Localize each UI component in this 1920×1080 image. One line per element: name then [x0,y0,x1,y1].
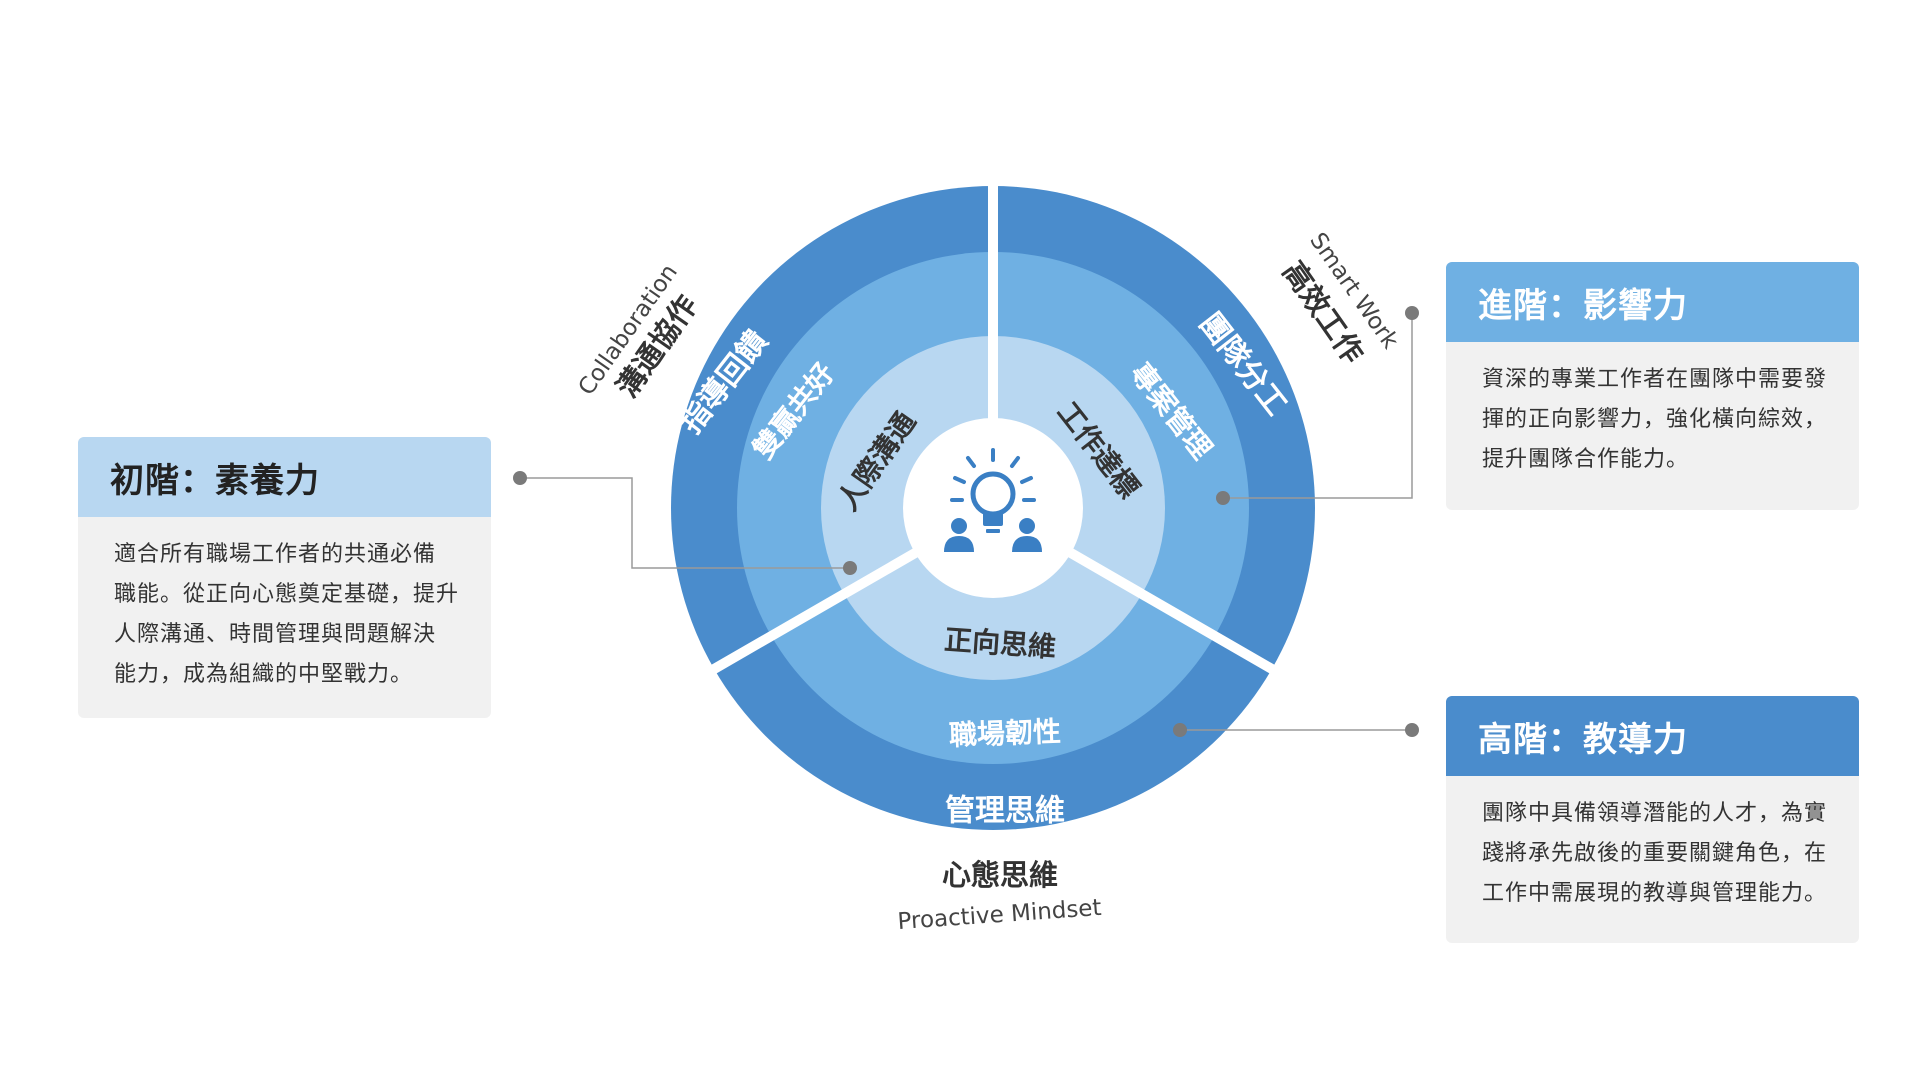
card-high-line: 工作中需展現的教導與管理能力。 [1482,881,1828,906]
card-high: 高階：教導力 團隊中具備領導潛能的人才，為實 踐將承先啟後的重要關鍵角色，在 工… [1446,696,1859,943]
card-basic-line: 能力，成為組織的中堅戰力。 [114,662,414,687]
card-basic-line: 人際溝通、時間管理與問題解決 [114,622,437,647]
connector-basic [520,477,850,569]
card-advanced-body: 資深的專業工作者在團隊中需要發 揮的正向影響力，強化橫向綜效， 提升團隊合作能力… [1446,342,1859,502]
card-basic-title: 初階：素養力 [78,437,491,517]
card-advanced-line: 提升團隊合作能力。 [1482,447,1690,472]
center-circle [903,418,1083,598]
card-advanced-line: 揮的正向影響力，強化橫向綜效， [1482,407,1828,432]
mindset-en-label: Proactive Mindset [897,895,1103,935]
card-basic-line: 適合所有職場工作者的共通必備 [114,542,437,567]
lightbulb-team-icon [944,448,1042,552]
card-advanced-title: 進階：影響力 [1446,262,1859,342]
card-basic-line: 職能。從正向心態奠定基礎，提升 [114,582,460,607]
card-high-line: 踐將承先啟後的重要關鍵角色，在 [1482,841,1828,866]
card-basic-body: 適合所有職場工作者的共通必備 職能。從正向心態奠定基礎，提升 人際溝通、時間管理… [78,517,491,717]
connector-dot [513,471,527,485]
card-high-title: 高階：教導力 [1446,696,1859,776]
connector-advanced [1223,313,1413,499]
card-advanced: 進階：影響力 資深的專業工作者在團隊中需要發 揮的正向影響力，強化橫向綜效， 提… [1446,262,1859,510]
connector-dot [1216,491,1230,505]
connector-dot [843,561,857,575]
card-basic: 初階：素養力 適合所有職場工作者的共通必備 職能。從正向心態奠定基礎，提升 人際… [78,437,491,718]
card-high-line: 團隊中具備領導潛能的人才，為實 [1482,801,1828,826]
card-advanced-line: 資深的專業工作者在團隊中需要發 [1482,367,1828,392]
mindset-zh-label: 心態思維 [942,858,1058,892]
ring-label: 管理思維 [945,794,1065,829]
ring-label: 正向思維 [943,623,1057,664]
connector-dot [1405,306,1419,320]
connector-dot [1405,723,1419,737]
ring-label: 職場韌性 [948,715,1061,752]
connector-dot [1173,723,1187,737]
card-high-body: 團隊中具備領導潛能的人才，為實 踐將承先啟後的重要關鍵角色，在 工作中需展現的教… [1446,776,1859,936]
